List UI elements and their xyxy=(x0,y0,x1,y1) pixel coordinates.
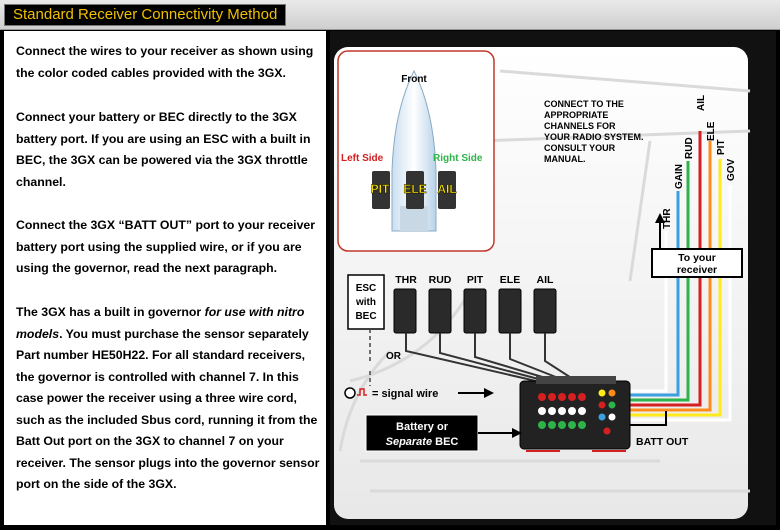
servo-thr xyxy=(393,288,417,334)
servo-label-rud: RUD xyxy=(429,274,452,286)
helicopter-outline xyxy=(338,69,751,493)
battery-separate-text: Separate xyxy=(386,436,432,448)
channel-label-rud: RUD xyxy=(684,137,695,159)
channel-labels: THR GAIN RUD AIL ELE PIT GOV xyxy=(662,95,737,229)
to-receiver-box xyxy=(651,248,743,278)
wire-rud xyxy=(620,161,690,402)
wire-ele xyxy=(620,141,712,412)
receiver-arrow-head xyxy=(655,213,665,223)
battery-box xyxy=(365,414,479,452)
governor-text-post: . You must purchase the sensor separatel… xyxy=(16,326,320,492)
wire-ail xyxy=(620,131,702,407)
servo-ele xyxy=(498,288,522,334)
battery-bec-text: BEC xyxy=(432,436,458,448)
channel-label-ele: ELE xyxy=(706,121,717,141)
channel-label-gain: GAIN xyxy=(674,164,685,189)
3gx-pins-red xyxy=(538,393,586,401)
inset-left-side-label: Left Side xyxy=(341,153,384,164)
esc-box xyxy=(347,274,385,330)
page-title: Standard Receiver Connectivity Method xyxy=(4,4,287,26)
instruction-paragraph-3: Connect the 3GX “BATT OUT” port to your … xyxy=(16,218,316,275)
3gx-receiver-port xyxy=(598,389,616,435)
servo-label-ail: AIL xyxy=(537,274,555,286)
servo-rud xyxy=(428,288,452,334)
servos xyxy=(393,288,557,334)
inset-servo-label-pit: PIT xyxy=(371,182,390,196)
battery-line-1: Battery or xyxy=(396,421,449,433)
channel-label-pit: PIT xyxy=(716,139,727,155)
inset-front-label: Front xyxy=(401,74,427,85)
wire-thr xyxy=(620,231,668,393)
governor-text-pre: The 3GX has a built in governor xyxy=(16,305,205,319)
battery-line-2: Separate BEC xyxy=(386,436,459,448)
instruction-paragraph-2: Connect your battery or BEC directly to … xyxy=(16,110,311,189)
3gx-pins-white xyxy=(538,407,586,415)
to-receiver-line-2: receiver xyxy=(677,264,717,276)
to-receiver-line-1: To your xyxy=(678,252,716,264)
3gx-unit xyxy=(519,376,631,452)
receiver-wires xyxy=(620,131,732,426)
servo-ail xyxy=(533,288,557,334)
channel-label-gov: GOV xyxy=(726,158,737,181)
instruction-paragraph-4: The 3GX has a built in governor for use … xyxy=(16,302,322,496)
note-line-5: CONSULT YOUR xyxy=(544,143,616,153)
servo-pit xyxy=(463,288,487,334)
inset-servos xyxy=(372,171,456,209)
heli-canopy-illustration xyxy=(391,69,437,232)
inset-servo-label-ele: ELE xyxy=(403,182,426,196)
governor-text-emphasis: for use with nitro models xyxy=(16,305,305,341)
title-bar: Standard Receiver Connectivity Method xyxy=(0,0,780,30)
esc-line-3: BEC xyxy=(355,311,376,322)
channel-label-thr: THR xyxy=(662,208,673,229)
note-line-6: MANUAL. xyxy=(544,154,586,164)
wire-batt-out xyxy=(620,411,667,426)
servo-labels: THR RUD PIT ELE AIL xyxy=(395,274,554,286)
inset-servo-label-ail: AIL xyxy=(437,182,456,196)
servo-label-thr: THR xyxy=(395,274,417,286)
inset-right-side-label: Right Side xyxy=(433,153,483,164)
or-label: OR xyxy=(386,351,402,362)
legend-arrow-head xyxy=(484,388,494,398)
note-line-2: APPROPRIATE xyxy=(544,110,608,120)
instructions-panel: Connect the wires to your receiver as sh… xyxy=(4,31,326,525)
note-line-3: CHANNELS FOR xyxy=(544,121,616,131)
signal-pulse-icon xyxy=(357,388,367,396)
wire-pit xyxy=(620,159,722,417)
servo-label-pit: PIT xyxy=(467,274,484,286)
esc-line-1: ESC xyxy=(356,283,377,294)
3gx-pins-green xyxy=(538,421,586,429)
note-line-4: YOUR RADIO SYSTEM. xyxy=(544,132,644,142)
signal-wire-legend: = signal wire xyxy=(372,388,438,400)
channel-label-ail: AIL xyxy=(696,95,707,111)
servo-leads xyxy=(405,333,577,382)
battery-arrow-head xyxy=(512,428,522,438)
instruction-paragraph-1: Connect the wires to your receiver as sh… xyxy=(16,44,314,80)
signal-wire-connector-icon xyxy=(344,387,356,399)
diagram-canvas: Front Left Side Right Side PIT ELE AIL C… xyxy=(334,47,751,519)
esc-line-2: with xyxy=(355,297,376,308)
connection-diagram: Front Left Side Right Side PIT ELE AIL C… xyxy=(330,31,776,525)
note-line-1: CONNECT TO THE xyxy=(544,99,624,109)
servo-label-ele: ELE xyxy=(500,274,520,286)
channel-note: CONNECT TO THE APPROPRIATE CHANNELS FOR … xyxy=(544,99,644,164)
batt-out-label: BATT OUT xyxy=(636,436,689,448)
